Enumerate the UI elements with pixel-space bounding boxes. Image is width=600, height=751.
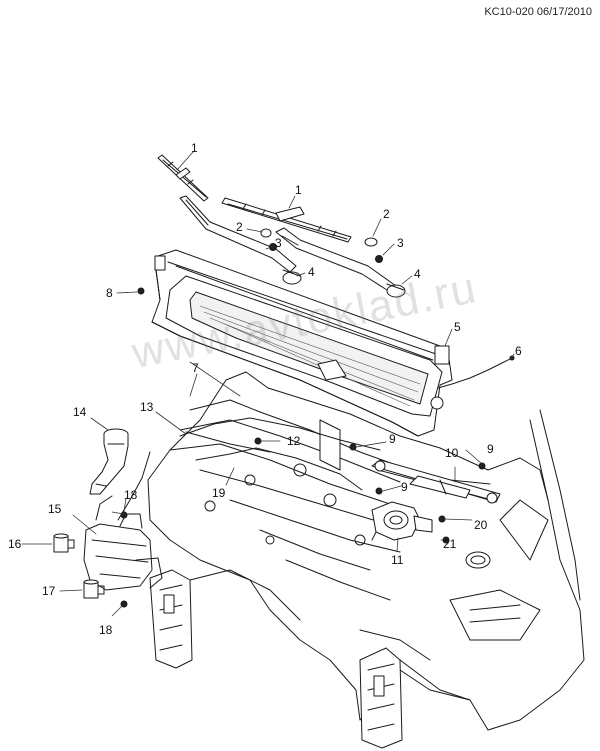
callout-10-linkage: 10 [445, 446, 459, 460]
callout-9-top: 9 [389, 432, 396, 446]
washer-reservoir [83, 495, 163, 591]
callout-1-blade-left: 1 [191, 141, 198, 155]
wiper-linkage [371, 459, 501, 504]
cap-and-nut-parts [137, 228, 383, 295]
wiper-motor [371, 501, 433, 541]
callout-19: 19 [212, 486, 226, 500]
cowl-vent-panel [151, 249, 453, 437]
callout-2-cap-right: 2 [383, 207, 390, 221]
callout-4-arm-left: 4 [308, 265, 315, 279]
hood-release-cable [179, 417, 381, 451]
washer-hose [437, 357, 513, 389]
callout-9-mid: 9 [401, 480, 408, 494]
reference-code: KC10-020 06/17/2010 [484, 6, 592, 18]
callout-18-top: 18 [124, 488, 138, 502]
washer-filler-neck [89, 428, 129, 495]
wiper-blade-right [221, 197, 352, 243]
wiper-blade-left [157, 154, 209, 202]
wiper-arm-right [275, 227, 406, 298]
callout-3-nut-right: 3 [397, 236, 404, 250]
callout-17-pump: 17 [42, 584, 56, 598]
washer-pump-16 [53, 533, 75, 553]
callout-18-bottom: 18 [99, 623, 113, 637]
washer-hose-19 [195, 447, 363, 491]
callout-13: 13 [140, 400, 154, 414]
callout-4-arm-right: 4 [414, 267, 421, 281]
callout-20: 20 [474, 518, 488, 532]
wiper-arm-left [179, 195, 302, 285]
body-structure [147, 371, 585, 749]
callout-11-motor: 11 [391, 553, 404, 567]
callout-5-cowl: 5 [454, 320, 461, 334]
callout-12: 12 [287, 434, 301, 448]
callout-8: 8 [106, 286, 113, 300]
callout-15-reservoir: 15 [48, 502, 62, 516]
leader-lines [21, 151, 515, 617]
washer-pump-17 [83, 579, 105, 599]
callout-9-right: 9 [487, 442, 494, 456]
callout-7: 7 [192, 361, 199, 375]
callout-3-nut-left: 3 [275, 236, 282, 250]
callout-14-filler-neck: 14 [73, 405, 87, 419]
callout-2-cap-left: 2 [236, 220, 243, 234]
callout-16-pump: 16 [8, 537, 22, 551]
callout-1-blade-right: 1 [295, 183, 302, 197]
callout-6-hose: 6 [515, 344, 522, 358]
callout-21: 21 [443, 537, 457, 551]
